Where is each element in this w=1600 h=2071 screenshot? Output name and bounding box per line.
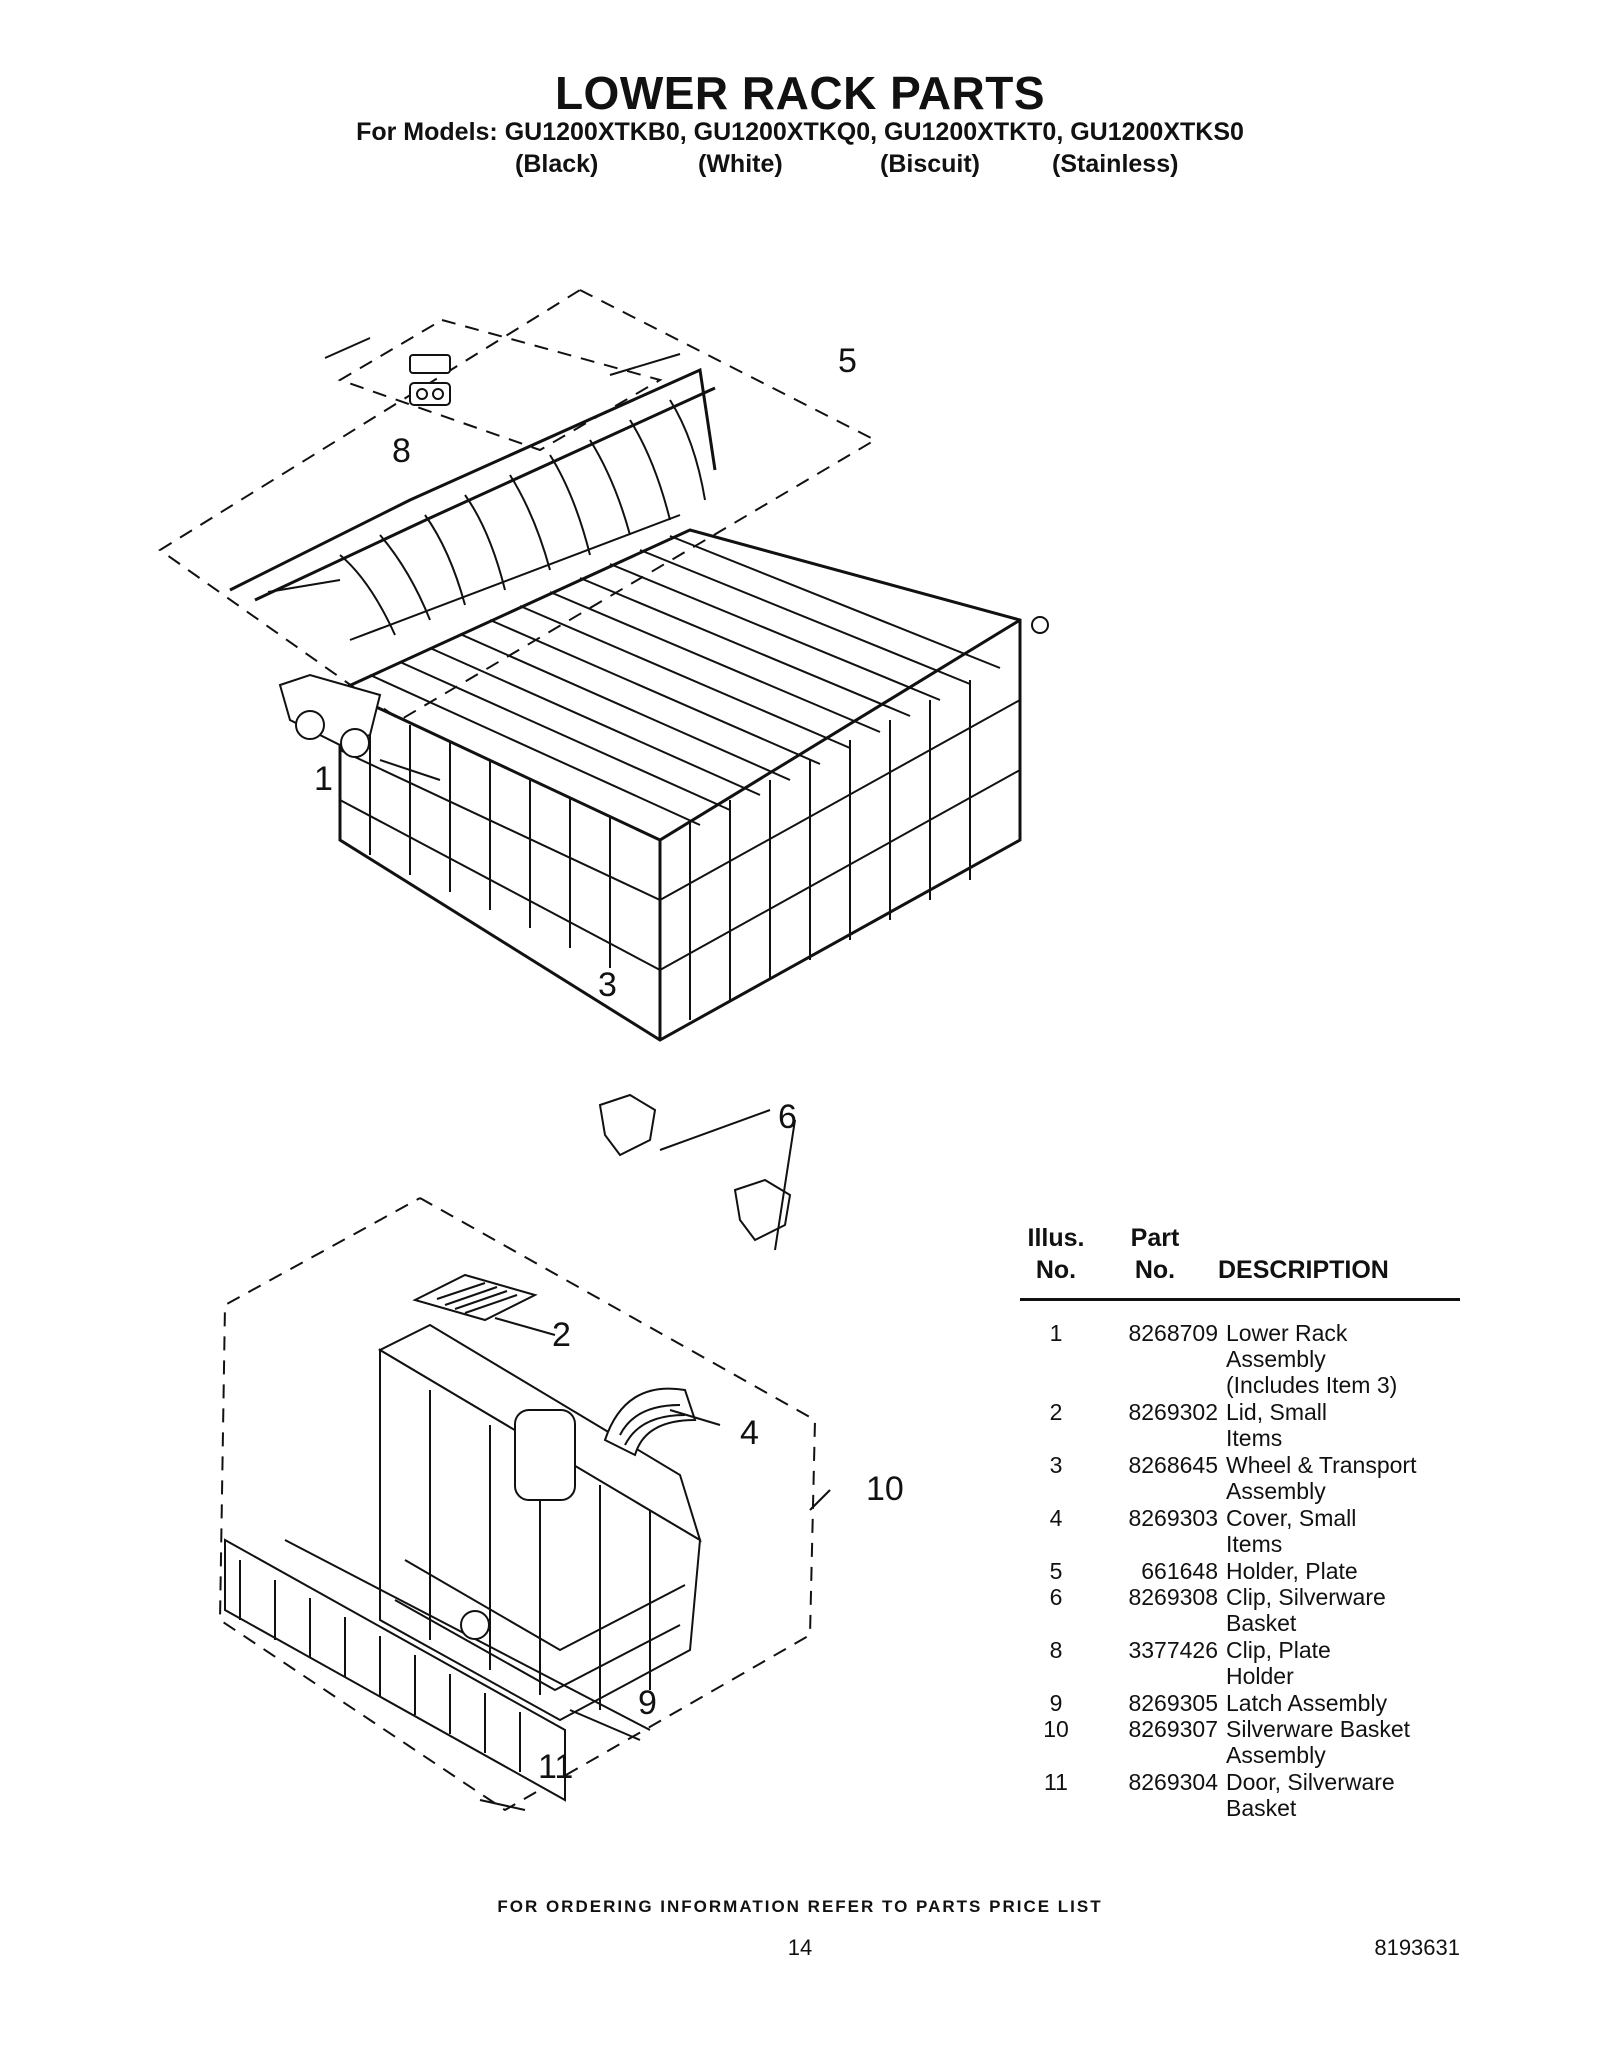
variant-black: (Black)	[515, 150, 599, 178]
silverware-clip-part-b	[733, 1178, 792, 1242]
illus-no: 4	[1049, 1505, 1063, 1531]
callout-1: 1	[314, 760, 333, 798]
callout-8: 8	[392, 432, 411, 470]
callout-3: 3	[598, 966, 617, 1004]
silverware-basket-diagram	[218, 1093, 831, 1812]
plate-clip-part	[409, 354, 451, 406]
part-no: 8269302	[1128, 1399, 1218, 1425]
illus-no: 9	[1049, 1690, 1063, 1716]
callout-5: 5	[838, 342, 857, 380]
plate-holder-envelope	[158, 289, 878, 722]
leader-8	[324, 337, 371, 359]
part-no: 3377426	[1128, 1637, 1218, 1663]
ordering-note: FOR ORDERING INFORMATION REFER TO PARTS …	[497, 1897, 1103, 1916]
illus-no: 6	[1049, 1584, 1063, 1610]
part-description: Cover, Small Items	[1226, 1505, 1357, 1557]
models-line: For Models: GU1200XTKB0, GU1200XTKQ0, GU…	[356, 118, 1244, 146]
col-part-line2: No.	[1134, 1256, 1176, 1284]
illus-no: 1	[1049, 1320, 1063, 1346]
leader-6b	[774, 1119, 796, 1251]
part-no: 8269305	[1128, 1690, 1218, 1716]
silverware-clip-part-a	[598, 1093, 657, 1157]
part-no: 8268709	[1128, 1320, 1218, 1346]
part-description: Lower Rack Assembly (Includes Item 3)	[1226, 1320, 1398, 1398]
leader-4	[669, 1409, 721, 1426]
small-items-cover-part	[603, 1387, 697, 1457]
callout-6: 6	[778, 1098, 797, 1136]
part-description: Clip, Plate Holder	[1226, 1637, 1331, 1689]
part-no: 8268645	[1128, 1452, 1218, 1478]
illus-no: 11	[1044, 1769, 1068, 1795]
part-description: Wheel & Transport Assembly	[1226, 1452, 1417, 1504]
illus-no: 10	[1043, 1716, 1069, 1742]
col-illus-line1: Illus.	[1027, 1224, 1085, 1252]
leader-2	[494, 1317, 556, 1336]
col-description: DESCRIPTION	[1218, 1256, 1389, 1284]
callout-4: 4	[740, 1414, 759, 1452]
illus-no: 3	[1049, 1452, 1063, 1478]
illus-no: 8	[1049, 1637, 1063, 1663]
part-description: Door, Silverware Basket	[1226, 1769, 1395, 1821]
col-illus-line2: No.	[1035, 1256, 1077, 1284]
clip-envelope	[337, 319, 663, 452]
table-rule	[1020, 1298, 1460, 1301]
part-description: Holder, Plate	[1226, 1558, 1358, 1584]
leader-10	[809, 1489, 831, 1511]
leader-9	[569, 1709, 641, 1741]
callout-9: 9	[638, 1684, 657, 1722]
part-no: 8269303	[1128, 1505, 1218, 1531]
leader-11	[479, 1799, 526, 1811]
leader-3	[379, 759, 441, 781]
small-items-lid-part	[412, 1273, 538, 1322]
rack-basket-part	[338, 528, 1049, 1042]
variant-white: (White)	[698, 150, 783, 178]
col-part-line1: Part	[1130, 1224, 1180, 1252]
illus-no: 5	[1049, 1558, 1063, 1584]
page-number: 14	[787, 1935, 813, 1960]
part-description: Lid, Small Items	[1226, 1399, 1327, 1451]
part-no: 8269308	[1128, 1584, 1218, 1610]
document-number: 8193631	[1374, 1935, 1460, 1960]
callout-10: 10	[866, 1470, 904, 1508]
part-description: Clip, Silverware Basket	[1226, 1584, 1386, 1636]
part-no: 8269307	[1128, 1716, 1218, 1742]
illus-no: 2	[1049, 1399, 1063, 1425]
wheel-transport-part	[278, 673, 382, 758]
part-description: Latch Assembly	[1226, 1690, 1388, 1716]
variant-stainless: (Stainless)	[1052, 150, 1179, 178]
part-no: 8269304	[1128, 1769, 1218, 1795]
callout-11: 11	[538, 1748, 574, 1786]
part-description: Silverware Basket Assembly	[1226, 1716, 1411, 1768]
latch-part	[284, 1539, 651, 1731]
callout-2: 2	[552, 1316, 571, 1354]
page-title: LOWER RACK PARTS	[554, 67, 1046, 119]
lower-rack-diagram	[158, 289, 1049, 1042]
leader-6a	[659, 1109, 771, 1151]
part-no: 661648	[1141, 1558, 1218, 1584]
leader-1	[267, 579, 341, 593]
leader-5	[609, 353, 681, 376]
plate-holder-part	[229, 367, 717, 641]
variant-biscuit: (Biscuit)	[880, 150, 980, 178]
basket-envelope	[218, 1197, 817, 1812]
basket-door-part	[224, 1538, 566, 1802]
basket-body-part	[377, 1323, 702, 1722]
color-variants: (Black) (White) (Biscuit) (Stainless)	[0, 150, 1600, 182]
